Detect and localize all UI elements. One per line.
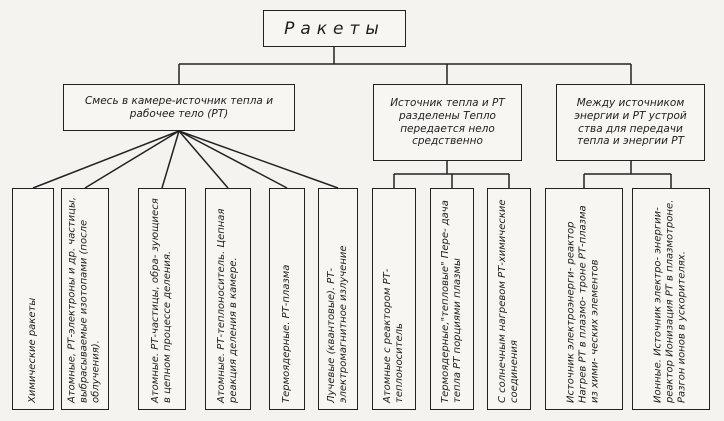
leaf-label: Лучевые (квантовые). РТ-электромагнитное… bbox=[325, 245, 349, 403]
leaf-node-solar-heating: С солнечным нагревом РТ-химические соеди… bbox=[487, 188, 531, 410]
connector-fan-3 bbox=[161, 130, 180, 189]
leaf-label: Ионные. Источник электро- энергии-реакто… bbox=[652, 199, 689, 403]
root-label: Ракеты bbox=[284, 18, 385, 39]
leaf-label: Атомные. РТ-частицы, обра- зующиеся в це… bbox=[149, 198, 173, 403]
leaf-label: Источник электроэнерги- реактор Нагрев Р… bbox=[565, 205, 602, 403]
leaf-node-ionic: Ионные. Источник электро- энергии-реакто… bbox=[632, 188, 710, 410]
leaf-node-atomic-isotope: Атомные, РТ-электроны и др. частицы, выб… bbox=[61, 188, 109, 410]
category-label: Между источником энергии и РТ устрой ств… bbox=[574, 96, 687, 148]
leaf-node-atomic-coolant-chain: Атомные. РТ-теплоноситель. Цепная реакци… bbox=[205, 188, 251, 410]
category-node-transfer-device: Между источником энергии и РТ устрой ств… bbox=[556, 84, 705, 161]
category-node-mixture: Смесь в камере-источник тепла и рабочее … bbox=[63, 84, 295, 131]
leaf-node-atomic-reactor-coolant: Атомные с реактором РТ-теплоноситель bbox=[372, 188, 416, 410]
leaf-label: Атомные с реактором РТ-теплоноситель bbox=[381, 268, 405, 403]
leaf-node-radiant-quantum: Лучевые (квантовые). РТ-электромагнитное… bbox=[318, 188, 358, 410]
leaf-node-thermonuclear-thermal: Термоядерные,"тепловые" Пере- дача тепла… bbox=[430, 188, 474, 410]
leaf-label: Химические ракеты bbox=[26, 297, 38, 403]
leaf-label: Атомные, РТ-электроны и др. частицы, выб… bbox=[66, 196, 103, 403]
leaf-label: Термоядерные. РТ-плазма bbox=[280, 264, 292, 403]
category-node-separated: Источник тепла и РТ разделены Тепло пере… bbox=[373, 84, 522, 161]
category-label: Источник тепла и РТ разделены Тепло пере… bbox=[390, 96, 505, 148]
leaf-node-chemical: Химические ракеты bbox=[12, 188, 54, 410]
leaf-label: С солнечным нагревом РТ-химические соеди… bbox=[496, 199, 520, 403]
leaf-label: Термоядерные,"тепловые" Пере- дача тепла… bbox=[439, 200, 463, 403]
leaf-node-thermonuclear-plasma: Термоядерные. РТ-плазма bbox=[269, 188, 305, 410]
connector-fan-4 bbox=[178, 130, 229, 189]
connector-fan-2 bbox=[84, 130, 180, 189]
connector-fan-5 bbox=[178, 130, 288, 189]
category-label: Смесь в камере-источник тепла и рабочее … bbox=[84, 94, 274, 120]
root-node: Ракеты bbox=[263, 10, 406, 47]
leaf-node-atomic-fission-particles: Атомные. РТ-частицы, обра- зующиеся в це… bbox=[138, 188, 186, 410]
leaf-node-electric-plasmatron: Источник электроэнерги- реактор Нагрев Р… bbox=[545, 188, 623, 410]
leaf-label: Атомные. РТ-теплоноситель. Цепная реакци… bbox=[215, 208, 239, 403]
connector-fan-1 bbox=[32, 130, 180, 189]
connector-fan-6 bbox=[178, 130, 339, 189]
